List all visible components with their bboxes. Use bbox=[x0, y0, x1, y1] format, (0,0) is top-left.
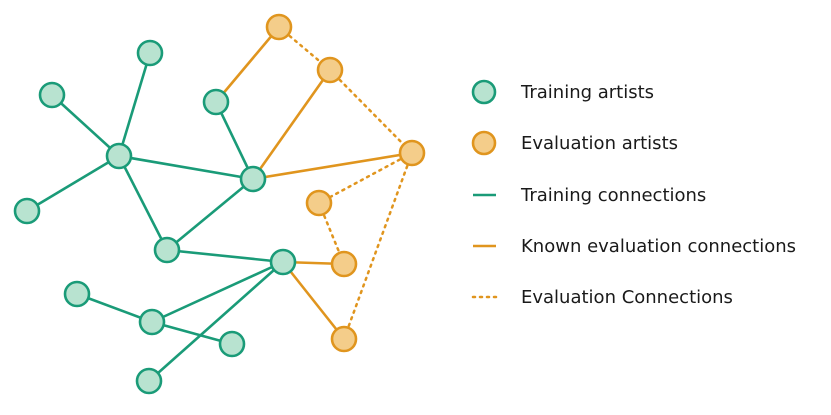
legend-known-evaluation-connections-label: Known evaluation connections bbox=[521, 236, 796, 257]
training-connection bbox=[214, 101, 255, 180]
training-artist-node bbox=[202, 88, 230, 116]
training-artist-node bbox=[218, 330, 246, 358]
graph-edges bbox=[26, 25, 414, 382]
training-artist-node bbox=[153, 236, 181, 264]
training-artist-node bbox=[38, 81, 66, 109]
training-connection bbox=[166, 248, 284, 264]
training-artist-node bbox=[135, 367, 163, 395]
evaluation-artist-node bbox=[305, 189, 333, 217]
training-artist-node bbox=[13, 197, 41, 225]
training-artist-node bbox=[138, 308, 166, 336]
evaluation-artist-node bbox=[330, 325, 358, 353]
training-connection bbox=[118, 154, 254, 181]
legend-training-artists-label: Training artists bbox=[520, 82, 654, 103]
legend-evaluation-connections-label: Evaluation Connections bbox=[521, 287, 733, 308]
known-evaluation-connection bbox=[252, 151, 413, 181]
legend-training-artist-swatch bbox=[471, 79, 497, 105]
legend-evaluation-artist-swatch bbox=[471, 130, 497, 156]
training-connection bbox=[166, 177, 254, 252]
training-artist-node bbox=[105, 142, 133, 170]
evaluation-artist-node bbox=[265, 13, 293, 41]
training-artist-node bbox=[269, 248, 297, 276]
training-connection bbox=[117, 52, 152, 157]
training-connection bbox=[151, 260, 284, 324]
evaluation-artist-node bbox=[398, 139, 426, 167]
legend: Training artists Evaluation artists Trai… bbox=[471, 79, 796, 308]
training-connection bbox=[151, 320, 233, 346]
training-artist-node bbox=[136, 39, 164, 67]
known-evaluation-connection bbox=[251, 69, 332, 180]
training-connection bbox=[26, 154, 120, 213]
training-artist-node bbox=[63, 280, 91, 308]
known-evaluation-connection bbox=[281, 261, 346, 340]
evaluation-artist-node bbox=[316, 56, 344, 84]
graph-nodes bbox=[13, 13, 426, 395]
evaluation-connection bbox=[328, 68, 414, 155]
training-artist-node bbox=[239, 165, 267, 193]
legend-evaluation-artists-label: Evaluation artists bbox=[521, 133, 678, 154]
evaluation-connection bbox=[342, 151, 414, 341]
evaluation-artist-node bbox=[330, 250, 358, 278]
legend-training-connections-label: Training connections bbox=[520, 185, 706, 206]
training-connection bbox=[117, 155, 169, 251]
known-evaluation-connection bbox=[215, 26, 280, 103]
training-connection bbox=[148, 261, 284, 382]
training-connection bbox=[76, 292, 153, 324]
training-connection bbox=[51, 94, 120, 157]
